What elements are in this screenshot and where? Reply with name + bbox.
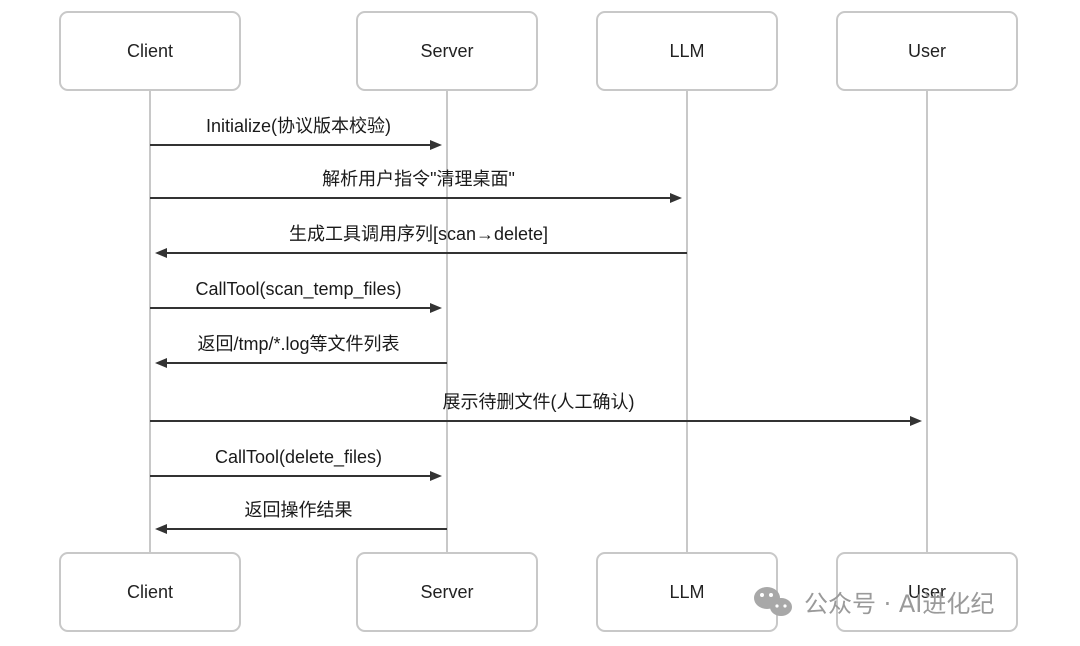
actor-llm-bottom: LLM: [596, 552, 778, 632]
actor-label: User: [908, 41, 946, 61]
arrow-head-icon: [155, 358, 167, 368]
actor-label: Client: [127, 582, 173, 602]
wechat-icon: [754, 587, 792, 616]
actor-box: [59, 552, 241, 632]
actor-box: [356, 11, 538, 91]
watermark-text: 公众号 · AI进化纪: [804, 590, 994, 618]
arrow-head-icon: [155, 524, 167, 534]
actor-label: Server: [420, 582, 473, 602]
actor-client-bottom: Client: [59, 552, 241, 632]
message-7: CallTool(delete_files): [150, 447, 442, 481]
actor-client-top: Client: [59, 11, 241, 91]
actor-server-top: Server: [356, 11, 538, 91]
actor-label: User: [908, 582, 946, 602]
watermark: 公众号 · AI进化纪: [754, 587, 994, 618]
message-5: 返回/tmp/*.log等文件列表: [155, 334, 447, 368]
arrow-head-icon: [430, 471, 442, 481]
actor-box: [836, 552, 1018, 632]
actor-user-top: User: [836, 11, 1018, 91]
message-3: 生成工具调用序列[scan→delete]: [155, 224, 687, 258]
actor-box: [836, 11, 1018, 91]
message-label: Initialize(协议版本校验): [206, 116, 391, 136]
actor-box: [59, 11, 241, 91]
message-8: 返回操作结果: [155, 500, 447, 534]
message-2: 解析用户指令"清理桌面": [150, 169, 682, 203]
message-label: 展示待删文件(人工确认): [443, 392, 635, 412]
message-label: CallTool(scan_temp_files): [195, 279, 401, 300]
actor-label: Server: [420, 41, 473, 61]
message-label: CallTool(delete_files): [215, 447, 382, 468]
arrow-head-icon: [910, 416, 922, 426]
arrow-head-icon: [155, 248, 167, 258]
message-label: 返回/tmp/*.log等文件列表: [197, 334, 399, 354]
actor-box: [596, 11, 778, 91]
arrow-head-icon: [430, 140, 442, 150]
arrow-head-icon: [670, 193, 682, 203]
actor-label: LLM: [669, 582, 704, 602]
actor-label: LLM: [669, 41, 704, 61]
actor-user-bottom: User: [836, 552, 1018, 632]
message-4: CallTool(scan_temp_files): [150, 279, 442, 313]
message-label: 生成工具调用序列[scan→delete]: [289, 224, 548, 244]
arrow-head-icon: [430, 303, 442, 313]
message-label: 返回操作结果: [245, 500, 353, 520]
message-6: 展示待删文件(人工确认): [150, 392, 922, 426]
actor-llm-top: LLM: [596, 11, 778, 91]
actor-server-bottom: Server: [356, 552, 538, 632]
actor-label: Client: [127, 41, 173, 61]
message-label: 解析用户指令"清理桌面": [322, 169, 515, 189]
message-1: Initialize(协议版本校验): [150, 116, 442, 150]
actor-box: [356, 552, 538, 632]
